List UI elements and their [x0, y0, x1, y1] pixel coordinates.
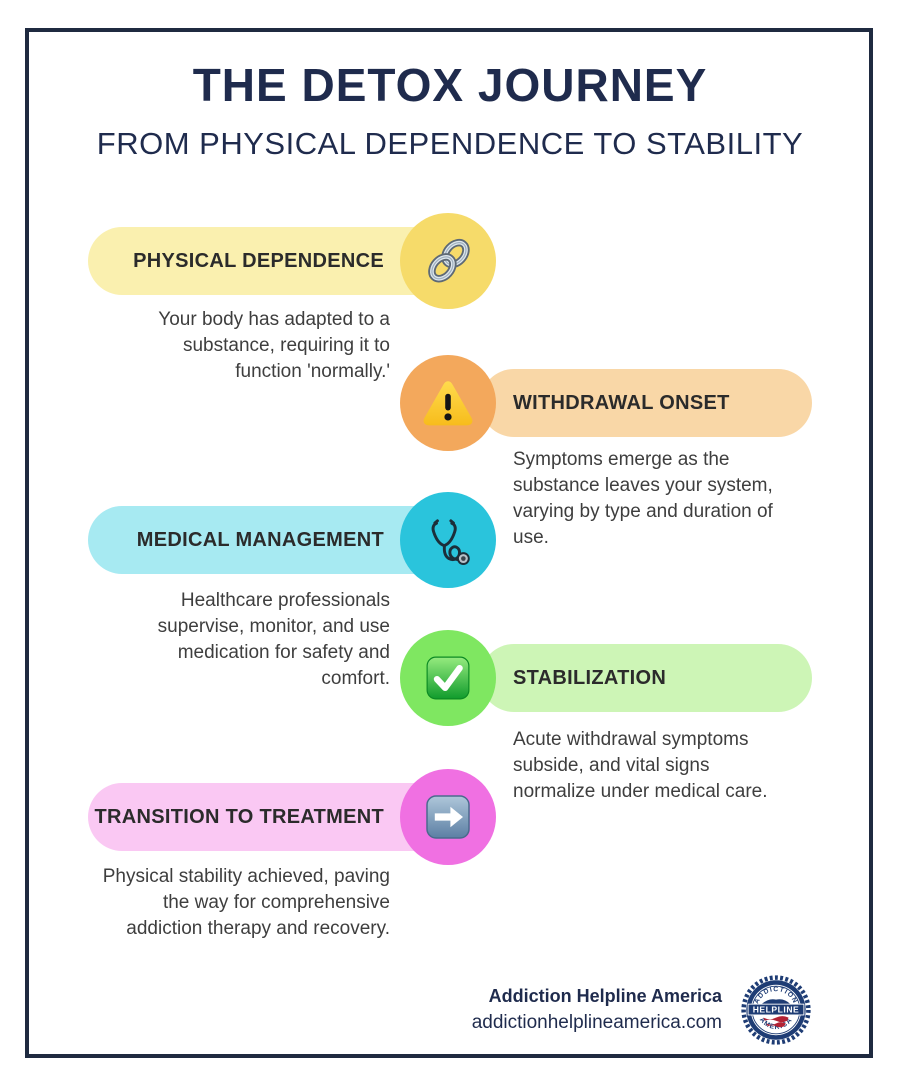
- stage-description: Acute withdrawal symptoms subside, and v…: [513, 729, 768, 802]
- helpline-logo-badge-icon: ADDICTION AMERICA HELPLINE: [741, 975, 811, 1045]
- stage-description: Your body has adapted to a substance, re…: [158, 309, 390, 382]
- footer: Addiction Helpline America addictionhelp…: [472, 974, 812, 1046]
- stage-icon-circle: [400, 492, 496, 588]
- brand-name: Addiction Helpline America: [488, 986, 722, 1006]
- stage-pill: WITHDRAWAL ONSET: [480, 369, 812, 437]
- page-subtitle: FROM PHYSICAL DEPENDENCE TO STABILITY: [96, 126, 804, 161]
- stage-label: STABILIZATION: [513, 666, 667, 689]
- stage-icon-circle: [400, 769, 496, 865]
- footer-text-block: Addiction Helpline America addictionhelp…: [472, 986, 722, 1034]
- stage-description: Symptoms emerge as the substance leaves …: [513, 449, 773, 548]
- stage-icon-circle: [400, 213, 496, 309]
- stage-pill: TRANSITION TO TREATMENT: [88, 783, 460, 851]
- stage-description: Physical stability achieved, paving the …: [102, 866, 390, 939]
- page-title: THE DETOX JOURNEY: [192, 59, 708, 111]
- stage-label: WITHDRAWAL ONSET: [513, 391, 730, 414]
- warning-icon: [423, 381, 473, 426]
- stethoscope-icon: [431, 519, 470, 565]
- logo-middle-text: HELPLINE: [753, 1005, 800, 1015]
- stage-icon-circle: [400, 630, 496, 726]
- stage-pill: PHYSICAL DEPENDENCE: [88, 227, 460, 295]
- stage-pill: STABILIZATION: [480, 644, 812, 712]
- stage-pill: MEDICAL MANAGEMENT: [88, 506, 460, 574]
- chain-link-icon: [428, 238, 470, 283]
- stage-description: Healthcare professionals supervise, moni…: [157, 590, 390, 689]
- check-mark-icon: [426, 656, 470, 700]
- arrow-right-icon: [426, 795, 470, 839]
- stage-label: MEDICAL MANAGEMENT: [136, 528, 384, 551]
- website-url: addictionhelplineamerica.com: [471, 1012, 722, 1033]
- stage-icon-circle: [400, 355, 496, 451]
- stage-label: PHYSICAL DEPENDENCE: [133, 249, 384, 272]
- stage-label: TRANSITION TO TREATMENT: [94, 805, 384, 828]
